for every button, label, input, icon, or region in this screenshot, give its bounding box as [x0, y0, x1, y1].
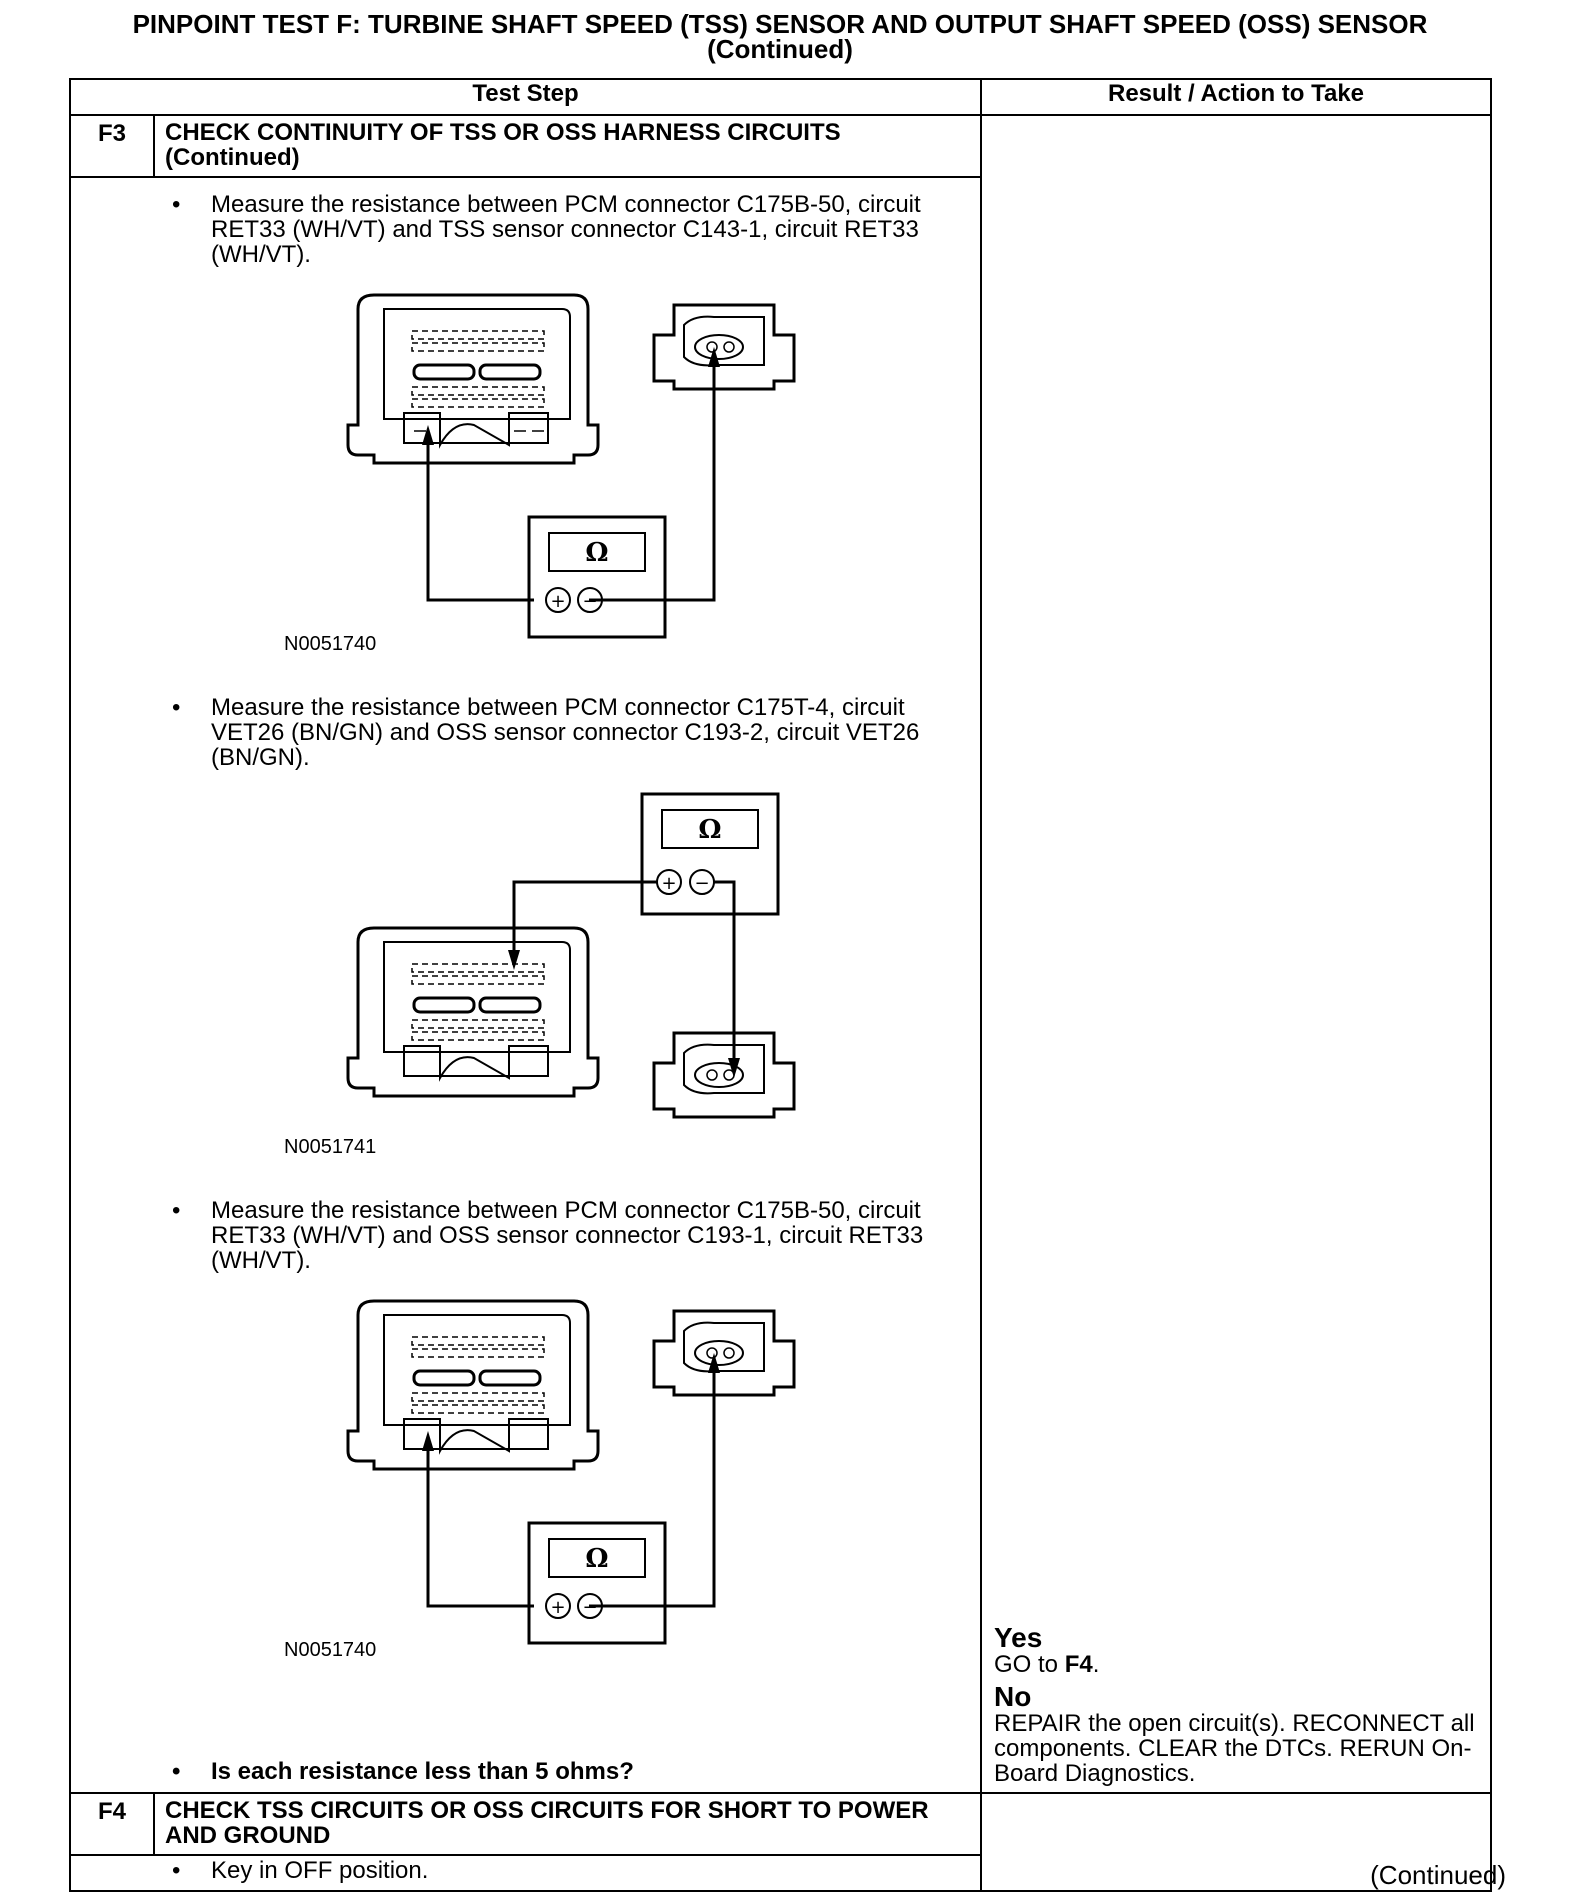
sensor-probe-arrow-icon — [708, 347, 720, 367]
sensor-probe-arrow-icon — [728, 1058, 740, 1078]
result-yes-text: GO to — [994, 1651, 1065, 1678]
meter-minus-terminal: − — [582, 591, 597, 612]
step-id-f3: F3 — [69, 114, 155, 178]
step-f3-body: Measure the resistance between PCM conne… — [154, 176, 982, 1794]
test-leads — [426, 351, 716, 602]
step-title-f4: CHECK TSS CIRCUITS OR OSS CIRCUITS FOR S… — [153, 1792, 982, 1856]
f3-bullet-1: Measure the resistance between PCM conne… — [154, 192, 980, 267]
column-header-result: Result / Action to Take — [980, 78, 1492, 116]
result-block-f3: Yes GO to F4. No REPAIR the open circuit… — [994, 1622, 1484, 1787]
test-leads — [512, 880, 736, 1073]
pcm-pin-rows — [411, 330, 545, 432]
result-cell-f3: Yes GO to F4. No REPAIR the open circuit… — [980, 114, 1492, 1794]
figure-n0051741: Ω + − — [154, 788, 980, 1188]
f3-bullet-3: Measure the resistance between PCM conne… — [154, 1198, 980, 1273]
pcm-oss-resistance-diagram-2: Ω + − — [346, 1299, 796, 1645]
ohmmeter-icon — [527, 515, 667, 639]
result-no-label: No — [994, 1681, 1032, 1712]
result-yes-action: GO to F4. — [994, 1652, 1484, 1677]
result-yes-suffix: . — [1092, 1651, 1100, 1678]
pcm-connector-icon — [346, 293, 600, 465]
meter-minus-terminal: − — [694, 873, 709, 894]
meter-minus-terminal: − — [582, 1597, 597, 1618]
f3-question: Is each resistance less than 5 ohms? — [154, 1759, 980, 1784]
oss-sensor-connector-icon — [652, 1309, 796, 1397]
ohm-symbol: Ω — [698, 815, 721, 845]
figure-code: N0051740 — [284, 1639, 377, 1661]
step-f4-body: Key in OFF position. — [154, 1854, 982, 1892]
ohm-symbol: Ω — [585, 1544, 608, 1574]
pcm-oss-resistance-diagram: Ω + − — [346, 792, 796, 1119]
step-f4-body-row: Key in OFF position. — [69, 1854, 1491, 1892]
meter-plus-terminal: + — [661, 873, 676, 894]
table-header-row: Test Step Result / Action to Take — [69, 78, 1492, 116]
ohmmeter-icon — [527, 1521, 667, 1645]
pcm-connector-icon — [346, 926, 600, 1098]
pcm-probe-arrow-icon — [422, 1431, 434, 1451]
sensor-probe-arrow-icon — [708, 1353, 720, 1373]
pcm-tss-resistance-diagram: Ω + − — [346, 293, 796, 639]
f3-bullet-2: Measure the resistance between PCM conne… — [154, 695, 980, 770]
figure-code: N0051741 — [284, 1136, 377, 1158]
result-yes-target[interactable]: F4 — [1064, 1651, 1093, 1678]
result-no-action: REPAIR the open circuit(s). RECONNECT al… — [994, 1710, 1475, 1787]
step-f4-id-spacer — [69, 1854, 154, 1892]
column-header-test-step: Test Step — [69, 78, 982, 116]
step-id-f4: F4 — [69, 1792, 155, 1856]
meter-plus-terminal: + — [550, 591, 565, 612]
meter-plus-terminal: + — [550, 1597, 565, 1618]
step-f3-title-row: F3 CHECK CONTINUITY OF TSS OR OSS HARNES… — [69, 114, 1492, 1794]
step-f3-body-row: Measure the resistance between PCM conne… — [69, 176, 1491, 1794]
step-title-f3: CHECK CONTINUITY OF TSS OR OSS HARNESS C… — [153, 114, 982, 178]
continued-label: (Continued) — [1370, 1860, 1506, 1890]
pinpoint-test-table: Test Step Result / Action to Take F3 CHE… — [69, 78, 1492, 1892]
step-f4-title-row: F4 CHECK TSS CIRCUITS OR OSS CIRCUITS FO… — [69, 1792, 1492, 1892]
result-yes-label: Yes — [994, 1622, 1043, 1653]
figure-code: N0051740 — [284, 633, 377, 655]
test-leads — [426, 1357, 716, 1608]
step-f3-id-spacer — [69, 176, 154, 1794]
page-title: PINPOINT TEST F: TURBINE SHAFT SPEED (TS… — [132, 9, 1428, 64]
tss-sensor-connector-icon — [652, 303, 796, 391]
f4-bullet-1: Key in OFF position. — [154, 1858, 980, 1883]
figure-n0051740-b: Ω + − N0051740 — [154, 1291, 980, 1691]
pcm-connector-icon — [346, 1299, 600, 1471]
figure-n0051740-a: Ω + − N0051740 — [154, 285, 980, 685]
ohmmeter-icon — [640, 792, 780, 916]
pcm-probe-arrow-icon — [508, 950, 520, 970]
ohm-symbol: Ω — [585, 538, 608, 568]
oss-sensor-connector-icon — [652, 1031, 796, 1119]
pcm-probe-arrow-icon — [422, 425, 434, 445]
